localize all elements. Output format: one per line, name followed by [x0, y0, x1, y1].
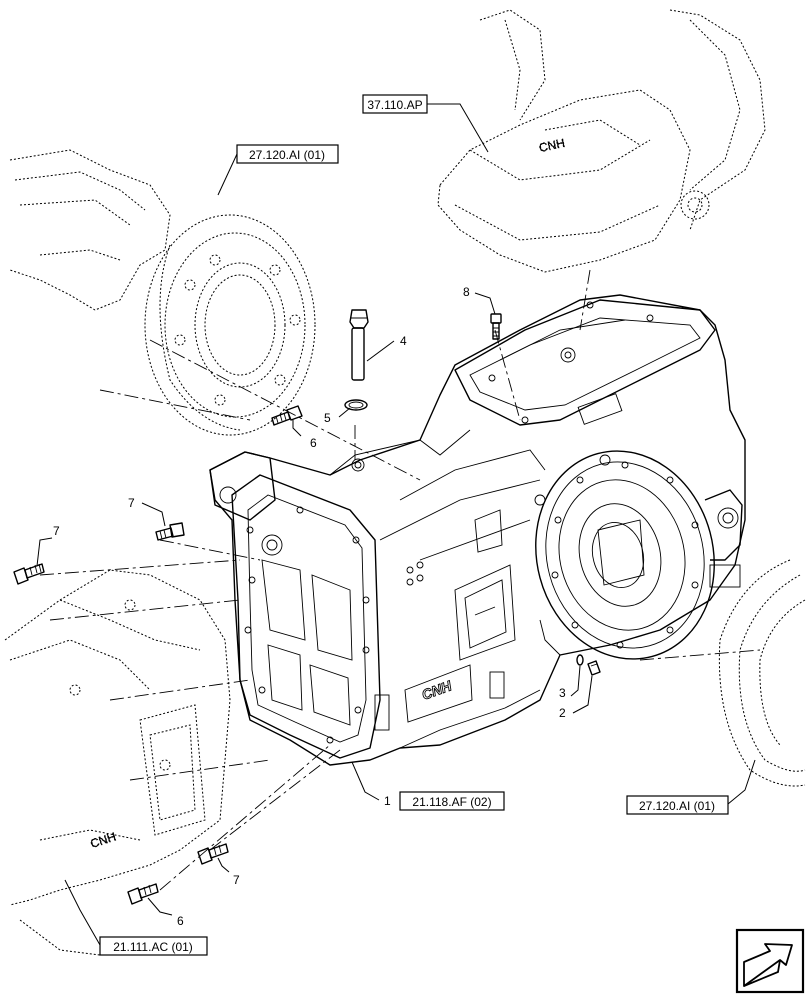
- ref-box-27-120-ai-top[interactable]: 27.120.AI (01): [236, 144, 339, 164]
- callout-7-bottom: 7: [233, 873, 240, 887]
- callout-3: 3: [559, 686, 566, 700]
- svg-text:37.110.AP: 37.110.AP: [367, 98, 422, 112]
- housing-logo: CNH: [420, 677, 455, 703]
- svg-text:27.120.AI (01): 27.120.AI (01): [639, 799, 715, 813]
- part-7-bolt-bottom: [197, 843, 229, 865]
- ref-box-27-120-ai-right[interactable]: 27.120.AI (01): [626, 795, 729, 815]
- ref-box-21-111-ac[interactable]: 21.111.AC (01): [99, 936, 208, 956]
- ghost-hitch-housing: CNH: [437, 9, 766, 273]
- svg-text:21.111.AC (01): 21.111.AC (01): [113, 940, 193, 954]
- assembly-centerlines: [39, 269, 761, 891]
- part-7-bolt-mid: [155, 522, 185, 541]
- rear-flange-disc: [535, 450, 743, 660]
- part-6-bolt-upper: [271, 405, 303, 426]
- next-page-arrow-icon[interactable]: [735, 928, 805, 994]
- svg-text:27.120.AI (01): 27.120.AI (01): [249, 148, 325, 162]
- part-4-pipe: [349, 309, 369, 381]
- callout-8: 8: [463, 285, 470, 299]
- ref-box-21-118-af[interactable]: 21.118.AF (02): [399, 791, 505, 811]
- ghost-axle-top-left: [9, 149, 316, 436]
- transmission-housing: CNH: [209, 294, 746, 766]
- callout-7-left: 7: [53, 524, 60, 538]
- svg-text:CNH: CNH: [538, 136, 566, 155]
- part-7-bolt-left: [13, 563, 45, 585]
- callout-5: 5: [324, 411, 331, 425]
- part-5-o-ring: [344, 399, 368, 411]
- part-8-bolt: [490, 313, 502, 340]
- leader-lines: [36, 103, 756, 946]
- part-6-bolt-lower: [127, 883, 159, 905]
- callout-6-upper: 6: [310, 436, 317, 450]
- callout-1: 1: [384, 794, 391, 808]
- svg-text:21.118.AF (02): 21.118.AF (02): [412, 795, 491, 809]
- svg-text:CNH: CNH: [89, 830, 118, 851]
- ghost-front-housing: CNH: [4, 569, 231, 956]
- callout-4: 4: [400, 334, 407, 348]
- callout-7-mid: 7: [128, 496, 135, 510]
- callout-2: 2: [559, 706, 566, 720]
- ghost-axle-right: [718, 559, 806, 787]
- part-2-3-plug-washer: [576, 654, 601, 676]
- ref-box-37-110-ap[interactable]: 37.110.AP: [362, 94, 428, 114]
- callout-6-lower: 6: [177, 914, 184, 928]
